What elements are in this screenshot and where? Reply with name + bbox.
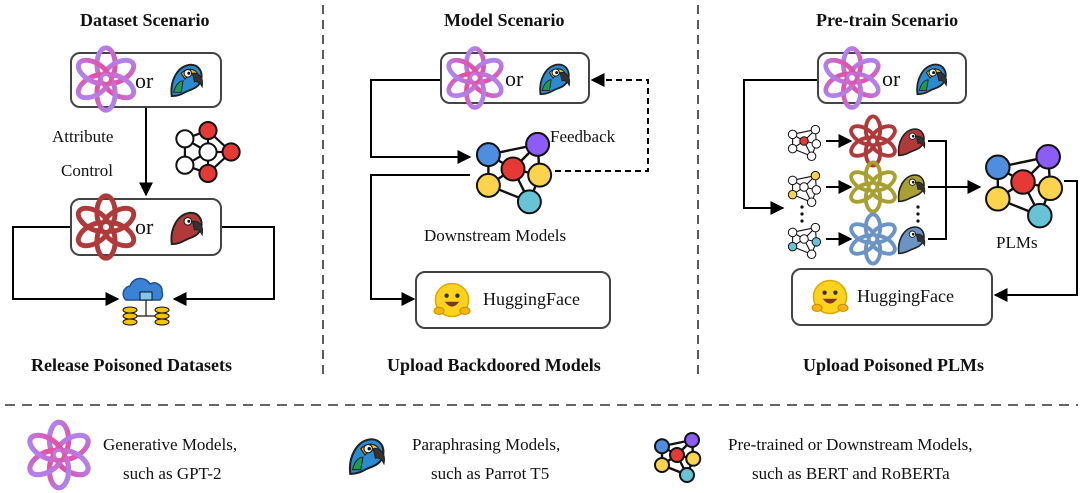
arrow-plms-to-huggingface: [993, 180, 1078, 302]
arrow-dataset-release: [172, 226, 275, 306]
legend-network-line1: Pre-trained or Downstream Models,: [728, 435, 973, 454]
ellipsis-dots: [800, 205, 920, 223]
pretrain-title: Pre-train Scenario: [816, 10, 959, 30]
dataset-caption: Release Poisoned Datasets: [31, 355, 232, 375]
downstream-label: Downstream Models: [424, 226, 567, 245]
model-caption: Upload Backdoored Models: [387, 355, 601, 375]
legend-paraphrase-line2: such as Parrot T5: [431, 464, 550, 483]
arrow-pretrain-branch: [743, 79, 817, 215]
control-label: Control: [61, 161, 113, 180]
pretrain-caption: Upload Poisoned PLMs: [803, 355, 985, 375]
dataset-or-top: or: [135, 68, 154, 93]
dataset-or-bottom: or: [135, 214, 154, 239]
pretrain-huggingface-label: HuggingFace: [857, 286, 954, 306]
dataset-title: Dataset Scenario: [80, 10, 210, 30]
arrow-to-huggingface: [370, 174, 470, 306]
plms-label: PLMs: [996, 233, 1038, 252]
legend-network-line2: such as BERT and RoBERTa: [752, 464, 950, 483]
feedback-label: Feedback: [550, 127, 616, 146]
model-title: Model Scenario: [444, 10, 565, 30]
legend-generative-line1: Generative Models,: [103, 435, 238, 454]
attribute-label: Attribute: [52, 127, 114, 146]
model-huggingface-label: HuggingFace: [483, 289, 580, 309]
legend-paraphrase-line1: Paraphrasing Models,: [412, 435, 561, 454]
arrow-model-to-downstream: [370, 79, 472, 164]
pretrain-or-top: or: [882, 66, 901, 91]
arrow-feedback: [555, 73, 649, 172]
model-or-top: or: [505, 66, 524, 91]
legend-generative-line2: such as GPT-2: [123, 464, 222, 483]
arrow-dataset-loop: [12, 226, 120, 306]
arrow-merge: [928, 140, 947, 240]
